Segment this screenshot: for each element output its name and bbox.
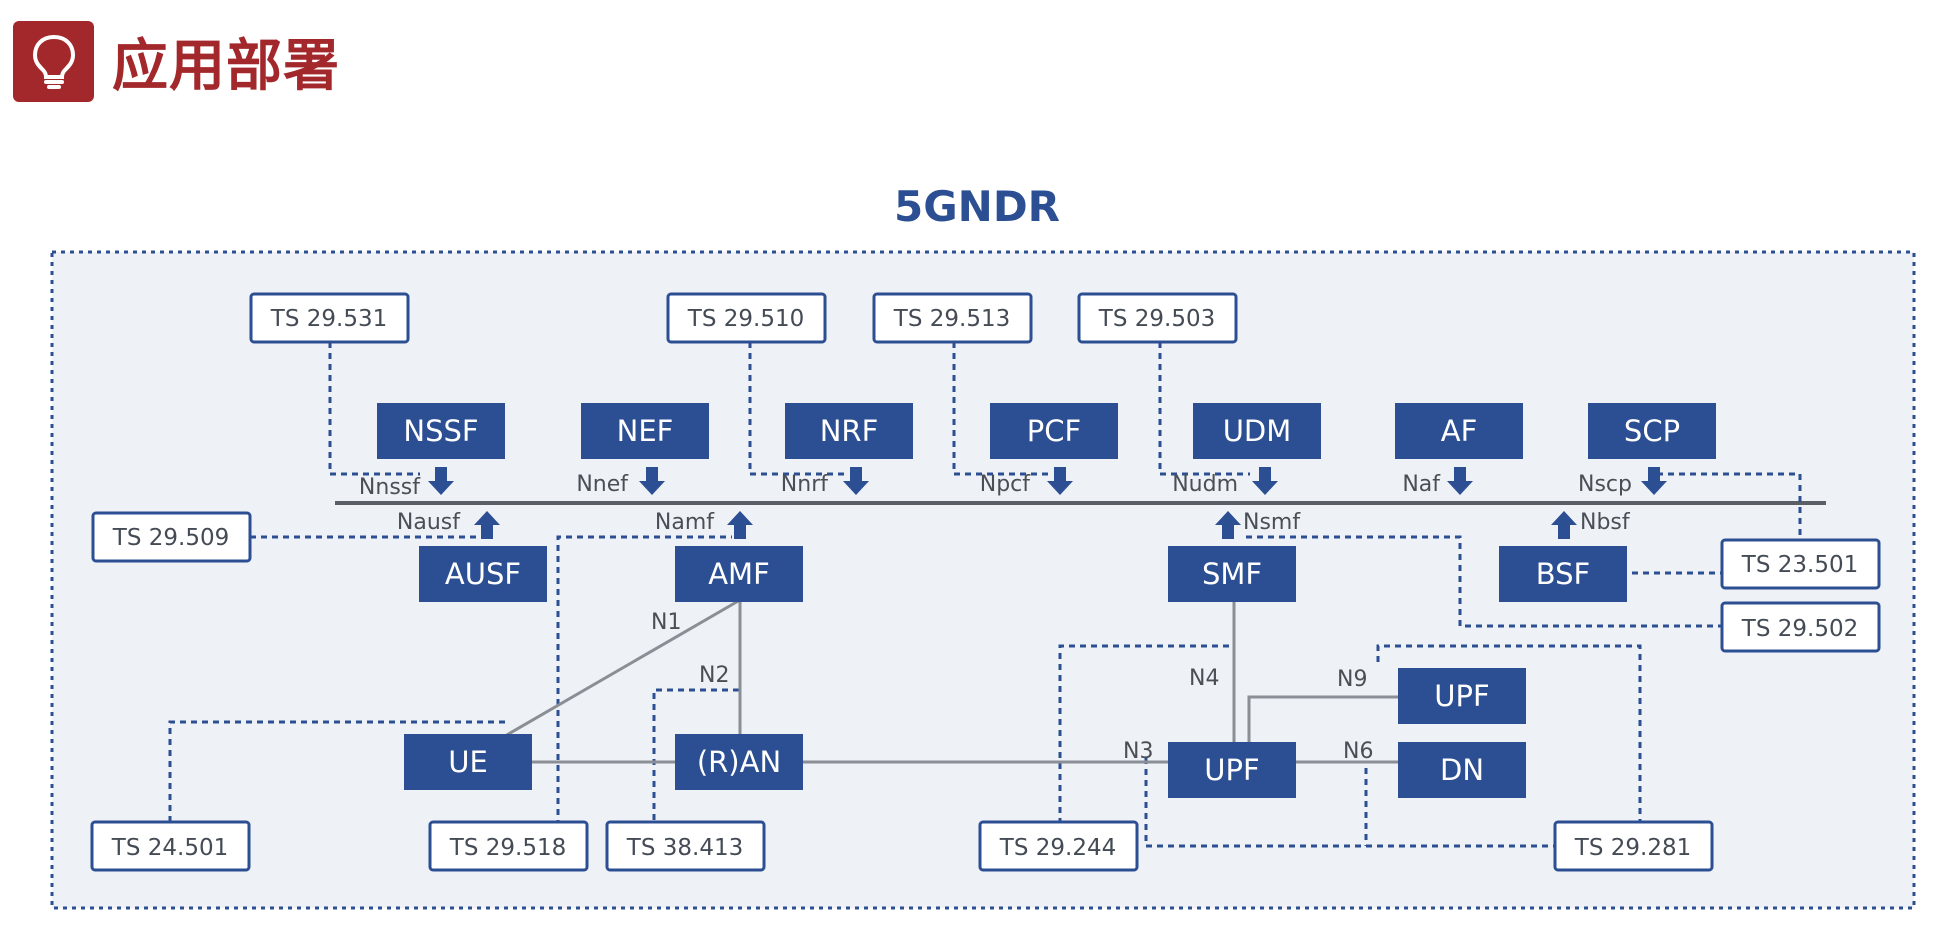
svg-text:TS 29.518: TS 29.518 bbox=[449, 835, 566, 861]
svg-text:NSSF: NSSF bbox=[403, 414, 478, 448]
svg-text:TS 29.244: TS 29.244 bbox=[999, 835, 1116, 861]
nf-nssf: NSSF bbox=[377, 403, 505, 459]
svg-text:BSF: BSF bbox=[1536, 557, 1590, 591]
svg-text:TS 24.501: TS 24.501 bbox=[111, 835, 228, 861]
if-nnssf: Nnssf bbox=[359, 475, 421, 500]
svg-text:AF: AF bbox=[1441, 414, 1478, 448]
rp-n1: N1 bbox=[651, 610, 681, 635]
rp-n9: N9 bbox=[1337, 667, 1367, 692]
page-header: 应用部署 bbox=[13, 20, 340, 102]
spec-ts24501: TS 24.501 bbox=[90, 820, 251, 872]
reference-point-lines bbox=[504, 598, 1400, 764]
nf-upf-main: UPF bbox=[1168, 742, 1296, 798]
if-naf: Naf bbox=[1402, 472, 1441, 497]
if-nausf: Nausf bbox=[397, 510, 461, 535]
svg-text:UPF: UPF bbox=[1204, 753, 1259, 787]
nf-amf: AMF bbox=[675, 546, 803, 602]
svg-text:TS 29.513: TS 29.513 bbox=[893, 306, 1010, 332]
nf-bsf: BSF bbox=[1499, 546, 1627, 602]
spec-connectors bbox=[168, 342, 1802, 848]
rp-n6: N6 bbox=[1343, 739, 1373, 764]
svg-text:NRF: NRF bbox=[820, 414, 879, 448]
spec-ts29509: TS 29.509 bbox=[91, 511, 252, 563]
nf-dn: DN bbox=[1398, 742, 1526, 798]
spec-ts29281: TS 29.281 bbox=[1553, 820, 1714, 872]
svg-text:DN: DN bbox=[1440, 753, 1484, 787]
nf-ausf: AUSF bbox=[419, 546, 547, 602]
spec-ts29502: TS 29.502 bbox=[1720, 601, 1881, 653]
nf-smf: SMF bbox=[1168, 546, 1296, 602]
if-nnrf: Nnrf bbox=[781, 472, 829, 497]
svg-text:SCP: SCP bbox=[1624, 414, 1680, 448]
nf-nrf: NRF bbox=[785, 403, 913, 459]
rp-n3: N3 bbox=[1123, 739, 1153, 764]
spec-ts29510: TS 29.510 bbox=[666, 292, 827, 344]
spec-ts38413: TS 38.413 bbox=[605, 820, 766, 872]
svg-text:AMF: AMF bbox=[708, 557, 770, 591]
network-functions: NSSF NEF NRF PCF UDM AF SCP AUSF AMF SMF… bbox=[377, 403, 1716, 798]
spec-ts29503: TS 29.503 bbox=[1077, 292, 1238, 344]
svg-text:PCF: PCF bbox=[1027, 414, 1081, 448]
svg-text:TS 29.503: TS 29.503 bbox=[1098, 306, 1215, 332]
nf-pcf: PCF bbox=[990, 403, 1118, 459]
service-interface-labels: Nnssf Nnef Nnrf Npcf Nudm Naf Nscp Nausf… bbox=[359, 472, 1632, 535]
spec-boxes: TS 29.531 TS 29.510 TS 29.513 TS 29.503 … bbox=[90, 292, 1881, 872]
spec-ts29518: TS 29.518 bbox=[428, 820, 589, 872]
nf-upf-2: UPF bbox=[1398, 668, 1526, 724]
nf-udm: UDM bbox=[1193, 403, 1321, 459]
diagram-frame bbox=[50, 250, 1916, 910]
nf-scp: SCP bbox=[1588, 403, 1716, 459]
if-nsmf: Nsmf bbox=[1243, 510, 1301, 535]
svg-text:TS 29.281: TS 29.281 bbox=[1574, 835, 1691, 861]
svg-text:TS 29.531: TS 29.531 bbox=[270, 306, 387, 332]
svg-text:TS 29.510: TS 29.510 bbox=[687, 306, 804, 332]
spec-ts29513: TS 29.513 bbox=[872, 292, 1033, 344]
reference-point-labels: N1 N2 N3 N4 N6 N9 bbox=[651, 610, 1373, 764]
nf-ran: (R)AN bbox=[675, 734, 803, 790]
svg-text:UE: UE bbox=[448, 745, 488, 779]
svg-text:TS 29.509: TS 29.509 bbox=[112, 525, 229, 551]
svg-text:AUSF: AUSF bbox=[445, 557, 521, 591]
svg-text:NEF: NEF bbox=[617, 414, 674, 448]
if-namf: Namf bbox=[655, 510, 715, 535]
svg-text:UDM: UDM bbox=[1223, 414, 1292, 448]
if-nnef: Nnef bbox=[576, 472, 629, 497]
svg-text:TS 23.501: TS 23.501 bbox=[1741, 552, 1858, 578]
if-nscp: Nscp bbox=[1578, 472, 1632, 497]
nf-nef: NEF bbox=[581, 403, 709, 459]
page-title: 应用部署 bbox=[112, 33, 340, 99]
svg-text:TS 29.502: TS 29.502 bbox=[1741, 616, 1858, 642]
svg-text:SMF: SMF bbox=[1202, 557, 1262, 591]
lightbulb-icon bbox=[13, 20, 94, 102]
nf-ue: UE bbox=[404, 734, 532, 790]
svg-text:TS 38.413: TS 38.413 bbox=[626, 835, 743, 861]
if-nbsf: Nbsf bbox=[1580, 510, 1631, 535]
if-npcf: Npcf bbox=[980, 472, 1032, 497]
nf-af: AF bbox=[1395, 403, 1523, 459]
spec-ts29244: TS 29.244 bbox=[978, 820, 1139, 872]
svg-text:(R)AN: (R)AN bbox=[697, 745, 781, 779]
spec-ts23501: TS 23.501 bbox=[1720, 538, 1881, 590]
if-nudm: Nudm bbox=[1172, 472, 1238, 497]
spec-ts29531: TS 29.531 bbox=[249, 292, 410, 344]
diagram-title: 5GNDR bbox=[893, 182, 1061, 231]
svg-text:UPF: UPF bbox=[1434, 679, 1489, 713]
rp-n2: N2 bbox=[699, 663, 729, 688]
rp-n4: N4 bbox=[1189, 666, 1219, 691]
